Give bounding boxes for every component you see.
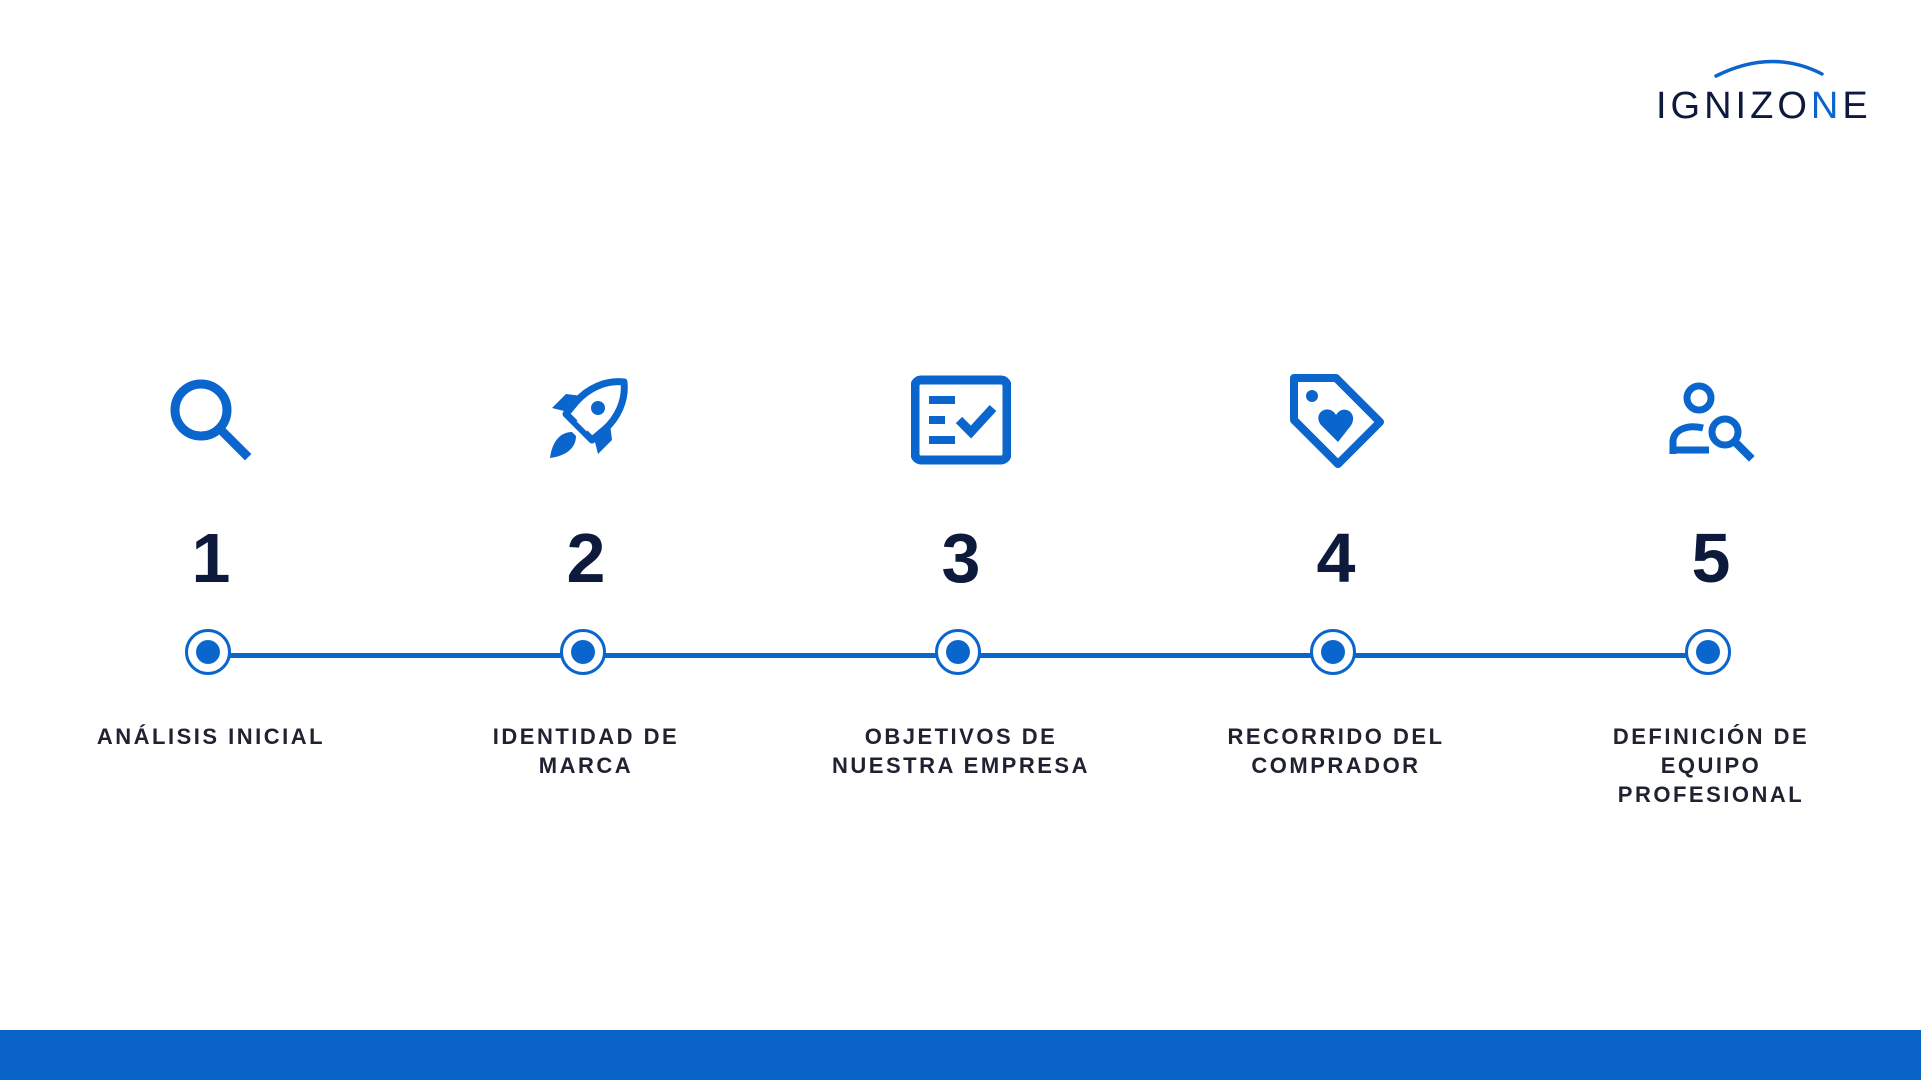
step-label-line: ANÁLISIS INICIAL <box>96 724 326 749</box>
step-label: RECORRIDO DEL COMPRADOR <box>1176 722 1496 780</box>
logo-arc-icon <box>1714 59 1824 78</box>
checklist-icon <box>911 370 1011 470</box>
brand-logo: IGNIZONE <box>1652 54 1868 126</box>
brand-name-main: IGNIZO <box>1656 85 1811 127</box>
step-number: 2 <box>566 519 606 597</box>
step-label: OBJETIVOS DE NUESTRA EMPRESA <box>801 722 1121 780</box>
timeline-node-dot <box>1321 640 1345 664</box>
timeline-step-2: 2 IDENTIDAD DE MARCA <box>426 0 746 1080</box>
step-label-line: COMPRADOR <box>1251 753 1421 778</box>
step-label: IDENTIDAD DE MARCA <box>426 722 746 780</box>
step-label: ANÁLISIS INICIAL <box>51 722 371 751</box>
step-label-line: PROFESIONAL <box>1617 782 1805 807</box>
brand-wordmark: IGNIZONE <box>1656 87 1872 125</box>
step-number: 5 <box>1691 519 1731 597</box>
timeline-node <box>1685 629 1731 675</box>
footer-bar <box>0 1030 1921 1080</box>
step-label-line: DEFINICIÓN DE <box>1612 724 1810 749</box>
timeline-node <box>1310 629 1356 675</box>
step-number: 1 <box>191 519 231 597</box>
step-label-line: EQUIPO <box>1660 753 1762 778</box>
step-label-line: NUESTRA EMPRESA <box>832 753 1090 778</box>
step-number: 3 <box>941 519 981 597</box>
timeline-node <box>560 629 606 675</box>
timeline-node-dot <box>571 640 595 664</box>
step-label-line: RECORRIDO DEL <box>1227 724 1445 749</box>
timeline-node <box>185 629 231 675</box>
step-number: 4 <box>1316 519 1356 597</box>
user-search-icon <box>1661 370 1761 470</box>
step-label-line: MARCA <box>538 753 634 778</box>
timeline-node-dot <box>196 640 220 664</box>
timeline-node <box>935 629 981 675</box>
timeline-node-dot <box>946 640 970 664</box>
timeline-step-1: 1 ANÁLISIS INICIAL <box>51 0 371 1080</box>
brand-name-accent: N <box>1810 85 1843 127</box>
timeline-node-dot <box>1696 640 1720 664</box>
step-label-line: IDENTIDAD DE <box>492 724 680 749</box>
timeline-step-4: 4 RECORRIDO DEL COMPRADOR <box>1176 0 1496 1080</box>
timeline-step-3: 3 OBJETIVOS DE NUESTRA EMPRESA <box>801 0 1121 1080</box>
timeline-step-5: 5 DEFINICIÓN DE EQUIPO PROFESIONAL <box>1551 0 1871 1080</box>
rocket-icon <box>536 370 636 470</box>
step-label-line: OBJETIVOS DE <box>864 724 1058 749</box>
search-icon <box>161 370 261 470</box>
brand-name-tail: E <box>1842 85 1872 127</box>
price-tag-heart-icon <box>1286 370 1386 470</box>
step-label: DEFINICIÓN DE EQUIPO PROFESIONAL <box>1551 722 1871 809</box>
